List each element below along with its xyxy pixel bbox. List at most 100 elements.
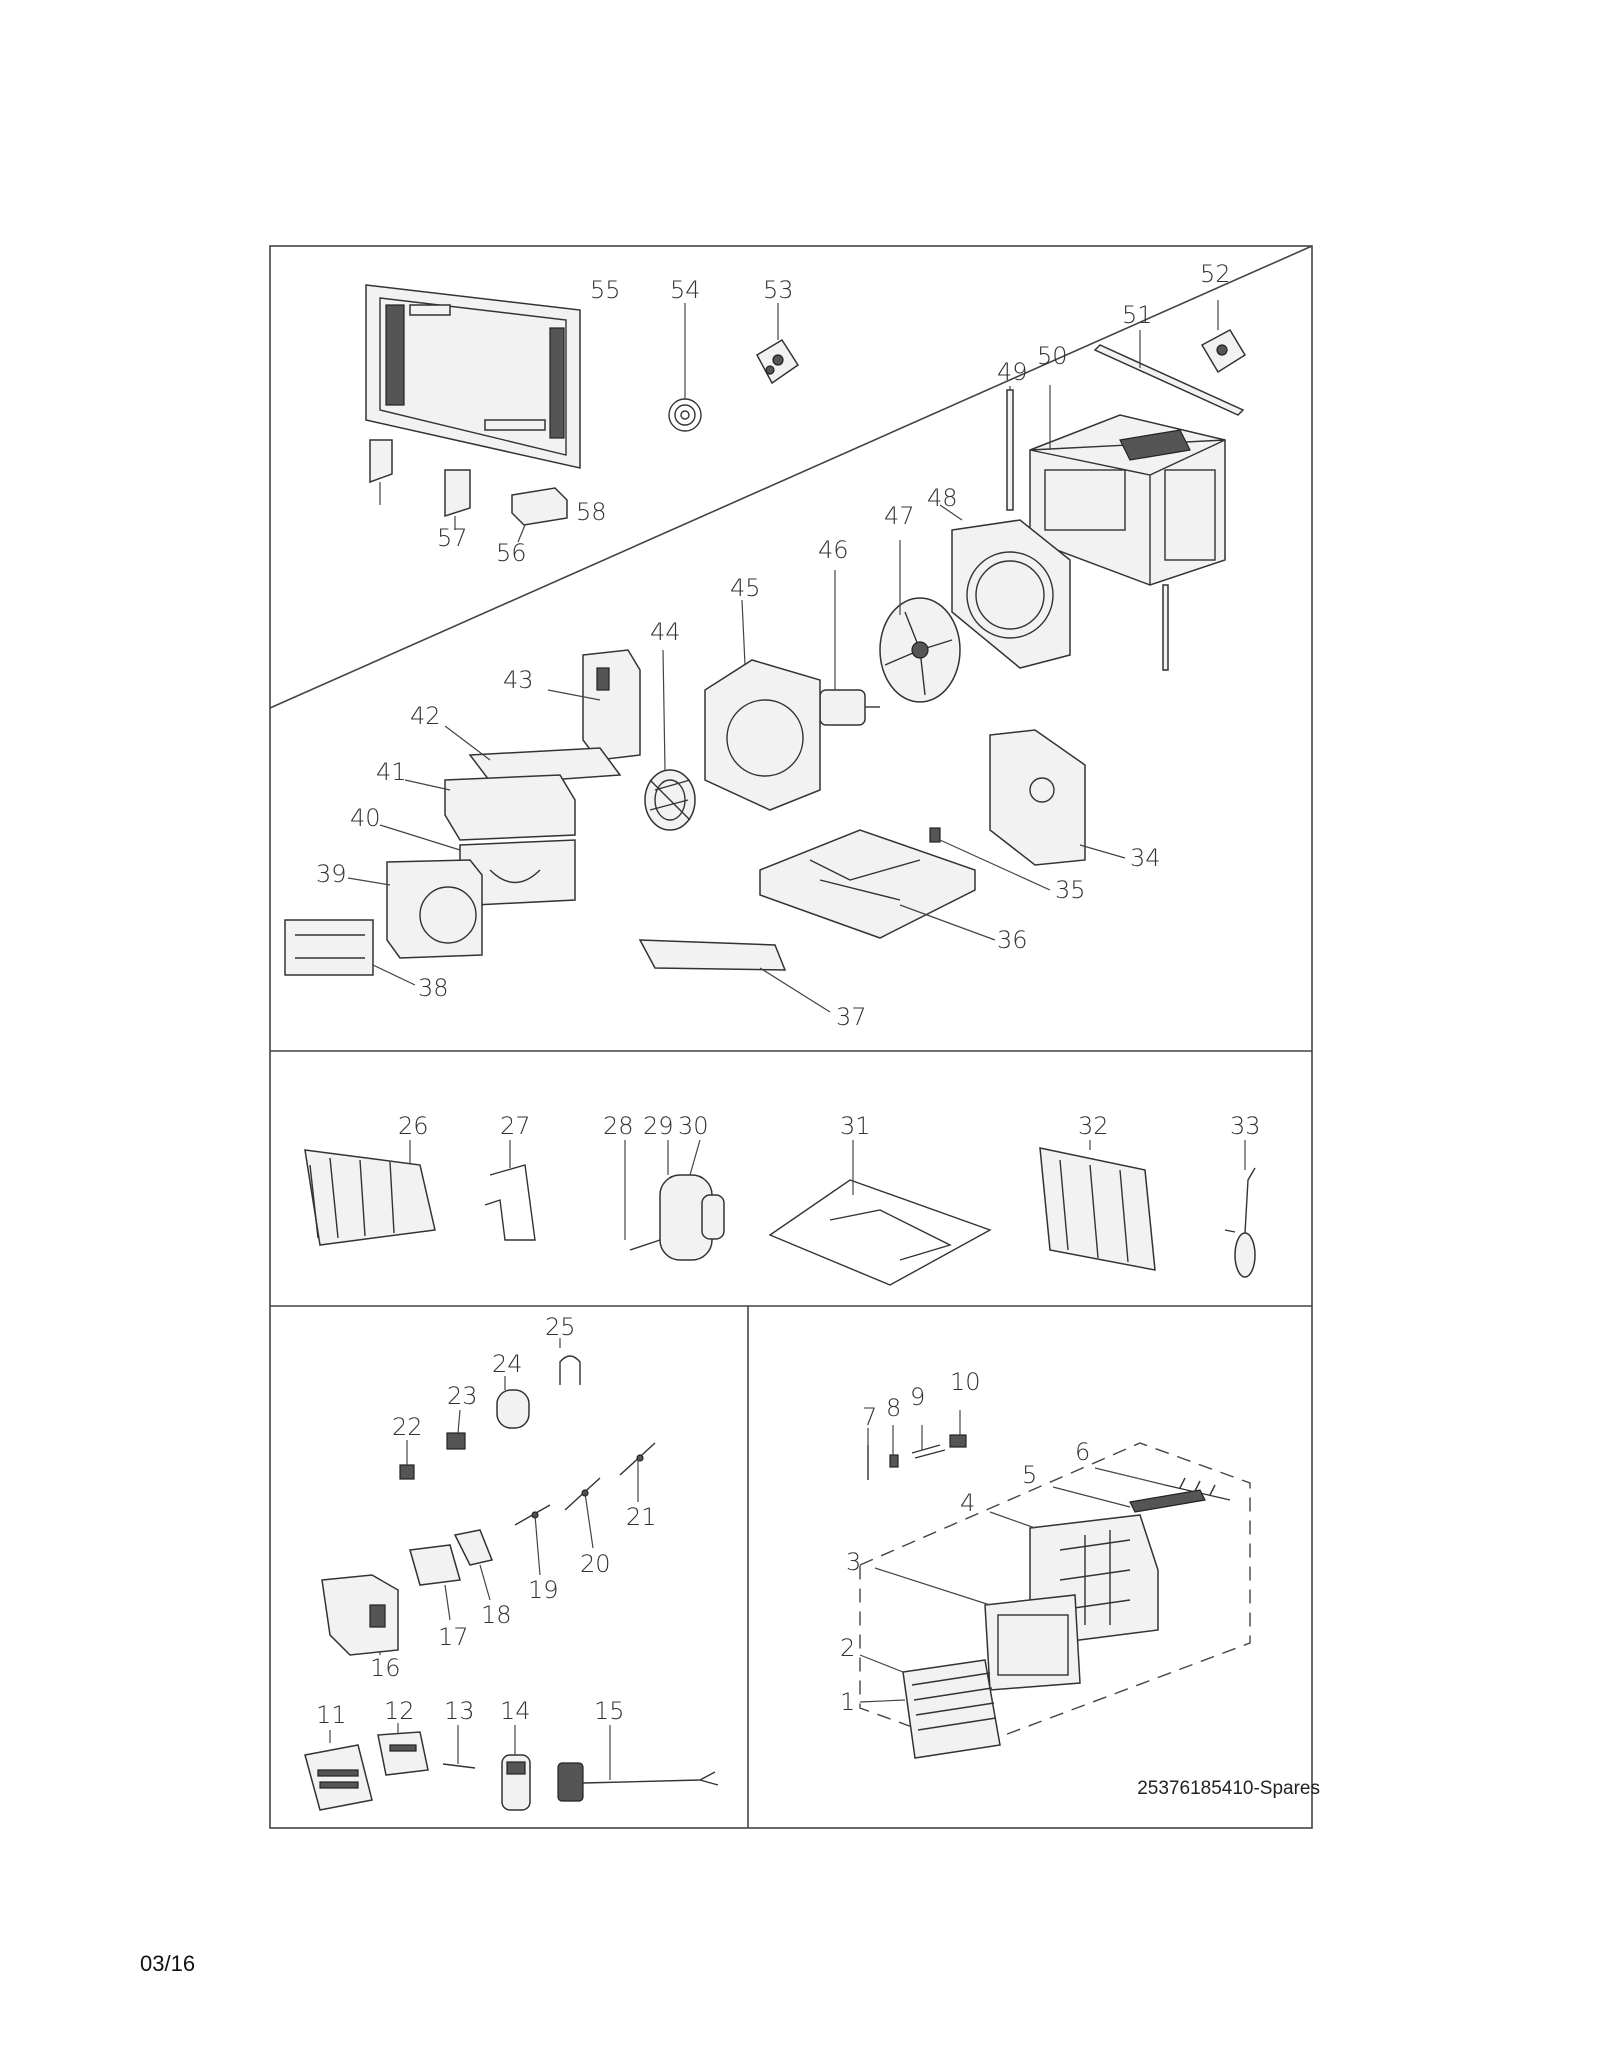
part-31-tubing-assembly xyxy=(768,1140,992,1286)
callout-49: 49 xyxy=(997,358,1028,386)
callout-6: 6 xyxy=(1075,1438,1090,1466)
callout-56: 56 xyxy=(496,539,527,567)
part-14-remote-control xyxy=(501,1725,531,1811)
part-17-control-board xyxy=(409,1544,461,1621)
callout-29: 29 xyxy=(643,1112,674,1140)
part-33-accumulator xyxy=(1224,1140,1256,1278)
callout-30: 30 xyxy=(678,1112,709,1140)
part-32-condenser-coil xyxy=(1039,1140,1156,1271)
callout-44: 44 xyxy=(650,618,681,646)
callout-5: 5 xyxy=(1022,1461,1037,1489)
part-3-air-filter xyxy=(874,1567,1081,1691)
part-26-evaporator-coil xyxy=(304,1140,436,1246)
callout-38: 38 xyxy=(418,974,449,1002)
callout-7: 7 xyxy=(862,1403,877,1431)
callout-17: 17 xyxy=(438,1623,469,1651)
part-41-front-panel-frame xyxy=(404,774,576,841)
callout-9: 9 xyxy=(910,1383,925,1411)
callout-27: 27 xyxy=(500,1112,531,1140)
part-22-switch xyxy=(399,1440,415,1480)
part-25-capacitor-clamp xyxy=(559,1338,581,1385)
callout-55: 55 xyxy=(590,276,621,304)
part-16-control-box xyxy=(321,1574,399,1656)
part-45-blower-housing xyxy=(704,599,821,811)
page-date: 03/16 xyxy=(140,1951,196,1976)
part-9-linkage-rod xyxy=(911,1425,946,1459)
callout-19: 19 xyxy=(528,1576,559,1604)
callout-41: 41 xyxy=(376,758,407,786)
part-12-pcb-board xyxy=(377,1723,429,1776)
front-assembly-outline xyxy=(859,1442,1251,1749)
part-52-fastener-set xyxy=(1200,300,1247,374)
part-28-30-compressor xyxy=(624,1139,725,1261)
part-36-base-pan xyxy=(759,829,996,941)
callout-57: 57 xyxy=(437,524,468,552)
callout-43: 43 xyxy=(503,666,534,694)
part-50-outer-cabinet xyxy=(1029,385,1226,671)
callout-15: 15 xyxy=(594,1697,625,1725)
callout-28: 28 xyxy=(603,1112,634,1140)
part-43-control-bracket xyxy=(547,649,641,761)
callout-labels: 55 54 53 52 51 50 49 48 47 46 45 44 43 4… xyxy=(316,260,1261,1729)
callout-37: 37 xyxy=(836,1003,867,1031)
part-54-coil-spring xyxy=(668,303,702,432)
callout-46: 46 xyxy=(818,536,849,564)
part-6-louver-shaft xyxy=(1094,1467,1231,1501)
part-21-sensor-wire xyxy=(619,1442,656,1502)
part-24-capacitor xyxy=(496,1376,530,1429)
panel-divider-diagonal xyxy=(269,245,1313,709)
callout-12: 12 xyxy=(384,1697,415,1725)
part-27-copper-tube xyxy=(484,1140,536,1241)
part-35-small-clip xyxy=(929,827,1051,891)
part-18-control-cover xyxy=(453,1529,494,1601)
callout-1: 1 xyxy=(840,1688,855,1716)
callout-50: 50 xyxy=(1037,342,1068,370)
part-51-top-rail xyxy=(1093,330,1245,416)
callout-18: 18 xyxy=(481,1601,512,1629)
callout-16: 16 xyxy=(370,1654,401,1682)
part-34-partition-panel xyxy=(989,729,1126,866)
part-23-relay xyxy=(446,1409,466,1450)
callout-8: 8 xyxy=(886,1394,901,1422)
callout-21: 21 xyxy=(626,1503,657,1531)
part-46-fan-motor xyxy=(805,570,880,726)
callout-35: 35 xyxy=(1055,876,1086,904)
part-8-knob xyxy=(889,1425,899,1468)
callout-25: 25 xyxy=(545,1313,576,1341)
outer-frame-border xyxy=(269,245,1313,1829)
callout-10: 10 xyxy=(950,1368,981,1396)
callout-11: 11 xyxy=(316,1701,347,1729)
part-19-sensor-wire xyxy=(514,1504,551,1576)
callout-39: 39 xyxy=(316,860,347,888)
part-44-blower-wheel xyxy=(644,649,696,831)
callout-40: 40 xyxy=(350,804,381,832)
callout-52: 52 xyxy=(1200,260,1231,288)
part-53-fastener-set xyxy=(756,303,800,385)
callout-26: 26 xyxy=(398,1112,429,1140)
callout-3: 3 xyxy=(846,1548,861,1576)
callout-45: 45 xyxy=(730,574,761,602)
part-42-top-cover xyxy=(444,725,622,785)
callout-34: 34 xyxy=(1130,844,1161,872)
part-1-front-panel-ref xyxy=(859,1699,906,1703)
part-39-evaporator-bulkhead xyxy=(347,859,483,959)
callout-31: 31 xyxy=(840,1112,871,1140)
part-13-wire-lead xyxy=(442,1725,476,1769)
callout-2: 2 xyxy=(840,1634,855,1662)
callout-36: 36 xyxy=(997,926,1028,954)
callout-32: 32 xyxy=(1078,1112,1109,1140)
callout-48: 48 xyxy=(927,484,958,512)
callout-14: 14 xyxy=(500,1697,531,1725)
part-57-side-bracket xyxy=(444,469,471,530)
callout-51: 51 xyxy=(1122,301,1153,329)
part-5-louver-assembly xyxy=(1052,1486,1206,1513)
diagram-frame xyxy=(269,245,1313,1829)
callout-20: 20 xyxy=(580,1550,611,1578)
callout-58: 58 xyxy=(576,498,607,526)
part-58-side-bracket xyxy=(369,439,393,505)
part-37-base-rail xyxy=(638,939,831,1013)
callout-42: 42 xyxy=(410,702,441,730)
part-11-display-panel xyxy=(304,1730,373,1811)
part-10-clip xyxy=(949,1410,967,1448)
